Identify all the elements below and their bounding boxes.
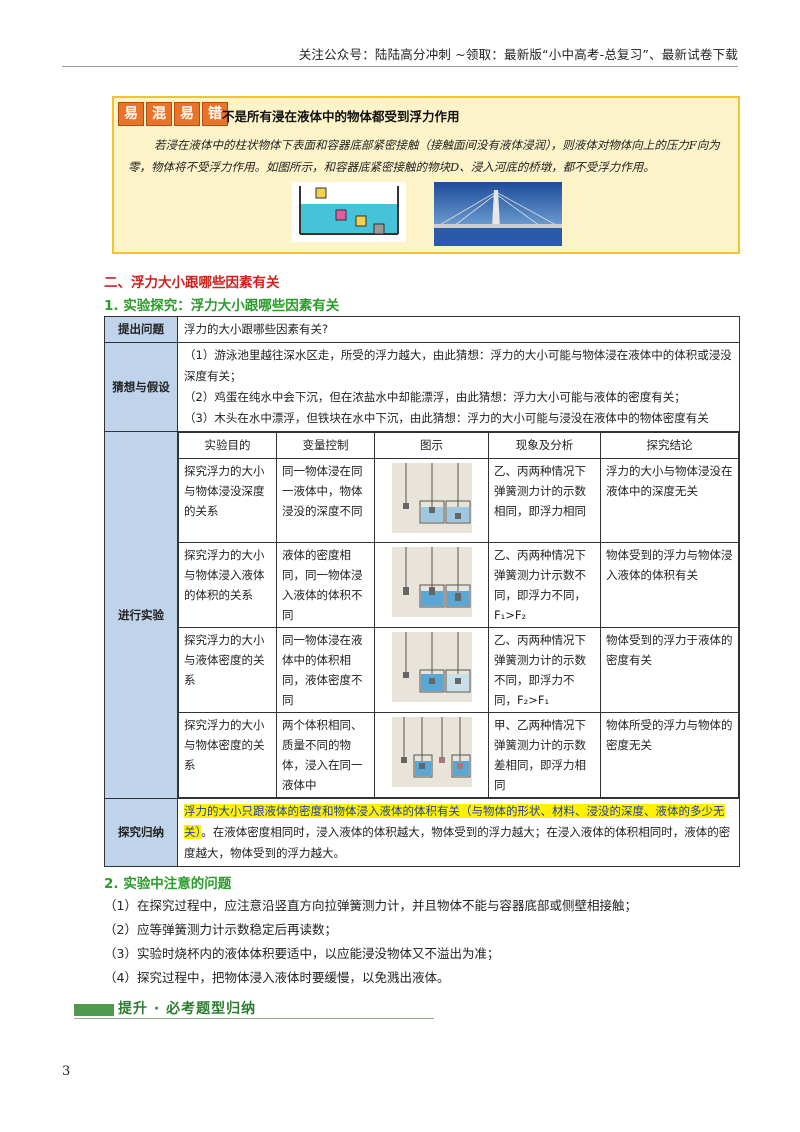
table-row: 探究浮力的大小与液体密度的关系 同一物体浸在液体中的体积相同，液体密度不同 乙、… [178, 627, 739, 713]
hypothesis-label: 猜想与假设 [104, 342, 178, 432]
notes-list: （1）在探究过程中，应注意沿竖直方向拉弹簧测力计，并且物体不能与容器底部或侧壁相… [104, 894, 744, 990]
purpose-cell: 探究浮力的大小与物体密度的关系 [178, 712, 277, 798]
conclusion-cell: 物体受到的浮力与物体浸入液体的体积有关 [600, 542, 739, 628]
control-cell: 液体的密度相同，同一物体浸入液体的体积不同 [276, 542, 375, 628]
purpose-cell: 探究浮力的大小与物体浸入液体的体积的关系 [178, 542, 277, 628]
conclusion-cell: 浮力的大小与物体浸没在液体中的深度无关 [600, 458, 739, 543]
question-text: 浮力的大小跟哪些因素有关? [177, 316, 740, 343]
control-cell: 同一物体浸在液体中的体积相同，液体密度不同 [276, 627, 375, 713]
list-item: （4）探究过程中，把物体浸入液体时要缓慢，以免溅出液体。 [104, 970, 450, 985]
badge-char: 错 [202, 102, 228, 126]
purpose-cell: 探究浮力的大小与液体密度的关系 [178, 627, 277, 713]
subsection-heading-1: 1. 实验探究：浮力大小跟哪些因素有关 [104, 298, 340, 314]
experiment-figure [391, 547, 472, 617]
hypothesis-item: （3）木头在水中漂浮，但铁块在水中下沉，由此猜想：浮力的大小可能与浸没在液体中的… [184, 411, 709, 425]
question-label: 提出问题 [104, 316, 178, 343]
col-header: 变量控制 [276, 432, 375, 459]
summary-text: 。在液体密度相同时，浸入液体的体积越大，物体受到的浮力越大；在浸入液体的体积相同… [184, 825, 731, 860]
badge-char: 混 [146, 102, 172, 126]
col-header: 实验目的 [178, 432, 277, 459]
summary-label: 探究归纳 [104, 798, 178, 867]
tank-diagram [292, 182, 406, 242]
summary-cell: 浮力的大小只跟液体的密度和物体浸入液体的体积有关（与物体的形状、材料、浸没的深度… [177, 798, 740, 867]
list-item: （1）在探究过程中，应注意沿竖直方向拉弹簧测力计，并且物体不能与容器底部或侧壁相… [104, 898, 637, 913]
list-item: （2）应等弹簧测力计示数稳定后再读数； [104, 922, 337, 937]
control-cell: 两个体积相同、质量不同的物体，浸入在同一液体中 [276, 712, 375, 798]
control-cell: 同一物体浸在同一液体中，物体浸没的深度不同 [276, 458, 375, 543]
figure-cell [374, 458, 489, 543]
col-header: 图示 [374, 432, 489, 459]
bridge-photo [434, 182, 562, 246]
list-item: （3）实验时烧杯内的液体体积要适中，以应能浸没物体又不溢出为准； [104, 946, 500, 961]
table-row: 探究浮力的大小与物体密度的关系 两个体积相同、质量不同的物体，浸入在同一液体中 … [178, 712, 739, 798]
tip-title: 不是所有浸在液体中的物体都受到浮力作用 [222, 109, 460, 124]
phenomenon-cell: 甲、乙两种情况下弹簧测力计的示数差相同，即浮力相同 [488, 712, 601, 798]
figure-cell [374, 542, 489, 628]
badge-char: 易 [118, 102, 144, 126]
badge-char: 易 [174, 102, 200, 126]
col-header: 探究结论 [600, 432, 739, 459]
experiment-subtable: 实验目的 变量控制 图示 现象及分析 探究结论 探究浮力的大小与物体浸没深度的关… [178, 432, 739, 798]
figure-cell [374, 627, 489, 713]
experiment-figure [391, 717, 472, 787]
experiment-cell: 实验目的 变量控制 图示 现象及分析 探究结论 探究浮力的大小与物体浸没深度的关… [177, 431, 740, 799]
hypothesis-item: （2）鸡蛋在纯水中会下沉，但在浓盐水中却能漂浮，由此猜想：浮力大小可能与液体的密… [184, 390, 686, 404]
experiment-figure [391, 463, 472, 533]
tip-badge: 易 混 易 错 [118, 102, 228, 126]
page-header: 关注公众号：陆陆高分冲刺 ~领取：最新版“小中高考-总复习”、最新试卷下载 [298, 47, 738, 62]
tip-body: 若浸在液体中的柱状物体下表面和容器底部紧密接触（接触面间没有液体浸润），则液体对… [128, 138, 720, 174]
phenomenon-cell: 乙、丙两种情况下弹簧测力计的示数不同，即浮力不同，F₂>F₁ [488, 627, 601, 713]
hypothesis-cell: （1）游泳池里越往深水区走，所受的浮力越大，由此猜想：浮力的大小可能与物体浸在液… [177, 342, 740, 432]
header-rule [62, 66, 738, 67]
purpose-cell: 探究浮力的大小与物体浸没深度的关系 [178, 458, 277, 543]
tip-box: 易 混 易 错 不是所有浸在液体中的物体都受到浮力作用 若浸在液体中的柱状物体下… [112, 96, 740, 254]
banner-bar [74, 1004, 114, 1016]
phenomenon-cell: 乙、丙两种情况下弹簧测力计的示数相同，即浮力相同 [488, 458, 601, 543]
col-header: 现象及分析 [488, 432, 601, 459]
subsection-heading-2: 2. 实验中注意的问题 [104, 876, 232, 892]
experiment-table: 提出问题 浮力的大小跟哪些因素有关? 猜想与假设 （1）游泳池里越往深水区走，所… [104, 316, 740, 867]
hypothesis-item: （1）游泳池里越往深水区走，所受的浮力越大，由此猜想：浮力的大小可能与物体浸在液… [184, 348, 732, 383]
table-row: 探究浮力的大小与物体浸没深度的关系 同一物体浸在同一液体中，物体浸没的深度不同 … [178, 458, 739, 543]
section-banner: 提升 · 必考题型归纳 [74, 1000, 434, 1019]
experiment-figure [391, 632, 472, 702]
conclusion-cell: 物体所受的浮力与物体的密度无关 [600, 712, 739, 798]
phenomenon-cell: 乙、丙两种情况下弹簧测力计示数不同，即浮力不同，F₁>F₂ [488, 542, 601, 628]
experiment-label: 进行实验 [104, 431, 178, 799]
table-row: 探究浮力的大小与物体浸入液体的体积的关系 液体的密度相同，同一物体浸入液体的体积… [178, 542, 739, 628]
section-heading: 二、浮力大小跟哪些因素有关 [104, 275, 280, 291]
banner-title: 提升 · 必考题型归纳 [118, 1001, 257, 1017]
conclusion-cell: 物体受到的浮力于液体的密度有关 [600, 627, 739, 713]
page-number: 3 [62, 1064, 71, 1079]
figure-cell [374, 712, 489, 798]
